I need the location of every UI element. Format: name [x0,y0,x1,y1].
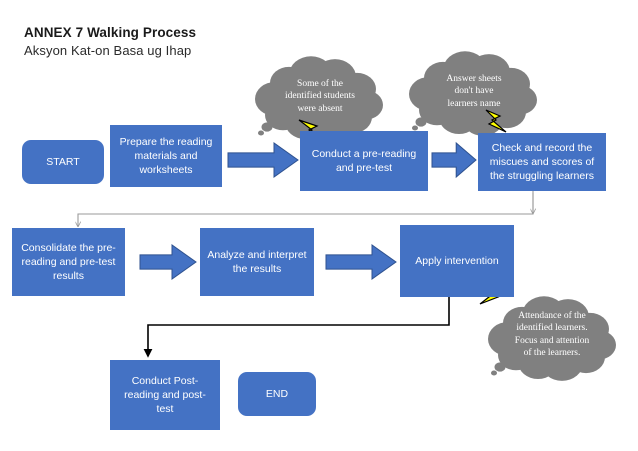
cloud-lobe [491,370,497,376]
cloud-lobe [488,322,528,356]
callout-attendance [488,296,616,381]
arrow-prepare-pretest [227,142,299,178]
cloud-lobe [522,296,566,334]
cloud-lobe [469,77,517,119]
cloud-lobe [314,59,356,95]
process-node-consolidate[interactable]: Consolidate the pre-reading and pre-test… [12,228,125,296]
page-subtitle: Aksyon Kat-on Basa ug Ihap [24,43,192,59]
title-block: ANNEX 7 Walking Process Aksyon Kat-on Ba… [24,24,196,60]
callout-line: learners name [447,98,501,109]
cloud-lobe [522,311,582,363]
cloud-lobe [419,94,455,126]
cloud-lobe [255,82,295,116]
cloud-lobe [429,77,477,119]
cloud-lobe [424,61,462,95]
cloud-lobe [518,345,558,379]
cloud-lobe [275,82,323,124]
process-node-label: Analyze and interpret the results [207,248,307,275]
callout-line: don't have [454,86,494,97]
process-node-start[interactable]: START [22,140,104,184]
cloud-lobe [289,56,333,94]
cloud-lobe [503,306,541,340]
cloud-lobe [261,122,273,132]
arrow-consolidate-analyze [139,244,197,280]
cloud-lobe [443,66,503,118]
process-node-analyze[interactable]: Analyze and interpret the results [200,228,314,296]
cloud-lobe [547,299,589,335]
cloud-lobe [571,312,609,346]
cloud-lobe [258,130,264,136]
cloud-lobe [338,72,376,106]
cloud-lobe [349,90,383,120]
cloud-lobe [315,82,363,124]
process-node-label: Check and record the miscues and scores … [489,141,595,183]
arrow-pretest-check [431,141,477,179]
cloud-lobe [412,125,418,131]
callout-no-names [409,51,537,136]
process-node-posttest[interactable]: Conduct Post-reading and post-test [110,360,220,430]
process-node-label: START [46,155,80,168]
callout-line: of the learners. [523,348,581,359]
callout-attendance-text: Attendance of the identified learners.Foc… [492,310,612,359]
page-title: ANNEX 7 Walking Process [24,25,197,40]
callout-line: Attendance of the [518,311,586,321]
process-node-label: Apply intervention [415,254,499,267]
connector-check-to-consolidate [78,191,534,226]
cloud-lobe [508,322,556,364]
cloud-lobe [462,100,504,136]
arrow-analyze-intervention [325,244,397,280]
process-node-check[interactable]: Check and record the miscues and scores … [478,133,606,191]
cloud-lobe [494,362,506,372]
cloud-lobe [270,66,308,100]
cloud-lobe [541,345,583,381]
cloud-lobe [468,54,510,90]
process-node-label: Conduct a pre-reading and pre-test [311,147,417,174]
callout-line: identified students [285,91,355,102]
cloud-lobe [409,77,449,111]
cloud-lobe [439,100,479,134]
process-node-label: END [265,387,289,400]
process-node-label: Conduct Post-reading and post-test [124,374,206,416]
cloud-lobe [443,51,487,89]
process-node-intervention[interactable]: Apply intervention [400,225,514,297]
thought-clouds-group [255,51,616,381]
cloud-lobe [488,95,526,129]
callout-line: were absent [297,103,343,114]
callout-line: Focus and attention [514,335,590,346]
cloud-lobe [498,339,534,371]
connector-intervention-to-posttest [143,297,450,358]
bolt-no-names [485,109,507,133]
cloud-lobe [334,100,372,134]
process-node-prepare[interactable]: Prepare the reading materials and worksh… [110,125,222,187]
cloud-lobe [582,330,616,360]
process-node-end[interactable]: END [238,372,316,416]
cloud-lobe [265,99,301,131]
cloud-lobe [492,67,530,101]
cloud-lobe [503,85,537,115]
cloud-lobe [415,117,427,127]
process-node-label: Prepare the reading materials and worksh… [119,135,213,177]
callout-absent [255,56,383,141]
process-node-label: Consolidate the pre-reading and pre-test… [21,241,116,283]
callout-line: Answer sheets [446,74,502,84]
cloud-lobe [548,322,596,364]
cloud-lobe [567,340,605,374]
callout-line: Some of the [297,79,343,89]
cloud-lobe [289,71,349,123]
callout-line: identified learners. [516,323,588,334]
process-node-pretest[interactable]: Conduct a pre-reading and pre-test [300,131,428,191]
